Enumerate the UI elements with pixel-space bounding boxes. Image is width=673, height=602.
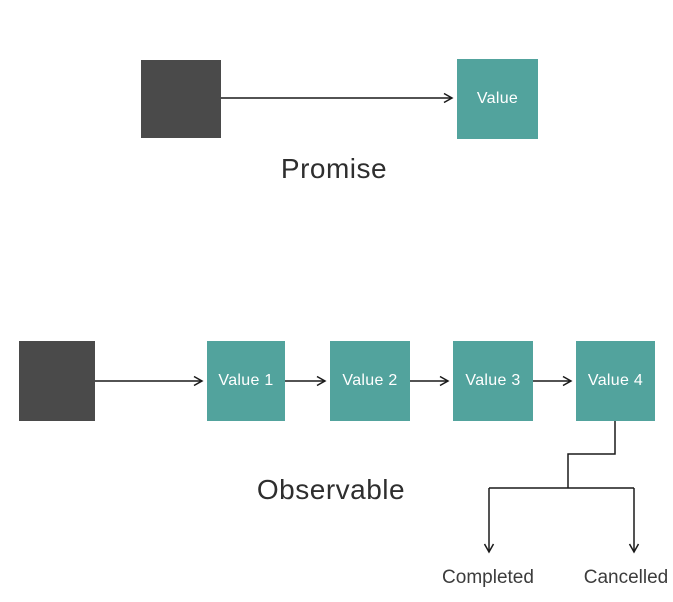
completed-label: Completed <box>442 567 534 588</box>
promise-value-box: Value <box>457 59 538 139</box>
observable-value-label-1: Value 1 <box>218 372 274 389</box>
observable-value-label-2: Value 2 <box>342 372 398 389</box>
promise-source-box <box>141 60 221 138</box>
observable-section-label: Observable <box>256 474 406 505</box>
observable-value-label-3: Value 3 <box>465 372 521 389</box>
promise-section-label: Promise <box>280 153 388 184</box>
observable-value-box-1: Value 1 <box>207 341 285 421</box>
cancelled-label: Cancelled <box>583 567 669 588</box>
observable-value-label-4: Value 4 <box>587 372 644 389</box>
branch-step-line <box>567 421 616 488</box>
observable-value-box-2: Value 2 <box>330 341 410 421</box>
observable-value-box-4: Value 4 <box>576 341 655 421</box>
promise-value-label: Value <box>476 90 519 107</box>
observable-source-box <box>19 341 95 421</box>
observable-value-box-3: Value 3 <box>453 341 533 421</box>
